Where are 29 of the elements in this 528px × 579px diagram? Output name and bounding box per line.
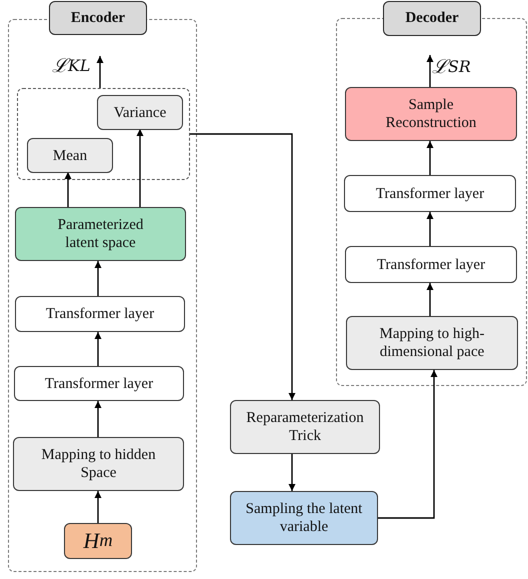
process-box: Parameterized latent space: [15, 207, 186, 261]
process-box: Transformer layer: [345, 246, 517, 283]
process-box: Mapping to high-dimensional pace: [346, 316, 518, 370]
process-box: Sampling the latent variable: [230, 491, 378, 545]
arrow: [426, 283, 434, 316]
arrow: [426, 141, 434, 175]
arrow: [94, 332, 102, 366]
arrow: [426, 55, 434, 87]
arrow: [94, 401, 102, 437]
arrow: [96, 56, 104, 88]
process-box: Transformer layer: [14, 366, 184, 401]
process-box: Transformer layer: [15, 296, 185, 332]
arrow: [426, 212, 434, 246]
process-box: Transformer layer: [344, 175, 516, 212]
dashed-group-frame: [17, 88, 190, 180]
arrow: [378, 370, 438, 519]
process-box: Variance: [97, 95, 183, 130]
arrow: [288, 454, 296, 491]
arrow: [94, 491, 102, 523]
arrow: [190, 133, 296, 400]
group-title: Encoder: [49, 1, 147, 35]
process-box: Mapping to hidden Space: [13, 437, 184, 491]
group-title: Decoder: [383, 1, 481, 36]
process-box: Mean: [27, 138, 113, 173]
arrow: [64, 172, 72, 207]
arrow: [136, 129, 144, 207]
process-box: Sample Reconstruction: [345, 87, 517, 141]
arrow: [94, 261, 102, 296]
process-box: Reparameterization Trick: [230, 400, 380, 454]
